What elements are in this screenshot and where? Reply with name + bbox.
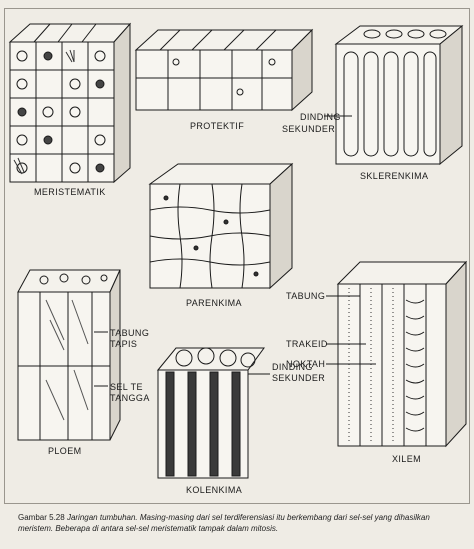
- label-sekunder-top-line2: SEKUNDER: [282, 124, 336, 134]
- parenchyma-tissue-drawing: [148, 162, 294, 290]
- sclerenchyma-tissue-drawing: [324, 24, 464, 166]
- label-sekunder-bottom-line2: SEKUNDER: [272, 373, 326, 383]
- protective-tissue-drawing: [134, 28, 314, 112]
- figure-frame: [4, 8, 470, 504]
- label-protektif: PROTEKTIF: [190, 121, 245, 131]
- label-ploem: PLOEM: [48, 446, 82, 456]
- label-trakeid: TRAKEID: [286, 339, 328, 349]
- label-dinding-top-line1: DINDING: [300, 112, 341, 122]
- label-sklerenkima: SKLERENKIMA: [360, 171, 429, 181]
- meristematic-tissue-drawing: [8, 22, 132, 184]
- label-noktah: NOKTAH: [286, 359, 326, 369]
- label-tabung-tapis-line2: TAPIS: [110, 339, 138, 349]
- label-meristematik: MERISTEMATIK: [34, 187, 106, 197]
- label-sel-tetangga-line1: SEL TE: [110, 382, 143, 392]
- phloem-tissue-drawing: [17, 269, 121, 441]
- label-tabung-tapis-line1: TABUNG: [110, 328, 150, 338]
- caption-text: Jaringan tumbuhan. Masing-masing dari se…: [18, 513, 430, 533]
- label-dinding-bottom-line1: DINDING: [272, 362, 313, 372]
- figure-caption: Gambar 5.28 Jaringan tumbuhan. Masing-ma…: [18, 512, 462, 534]
- label-xilem: XILEM: [392, 454, 422, 464]
- collenchyma-tissue-drawing: [156, 347, 270, 479]
- label-kolenkima: KOLENKIMA: [186, 485, 243, 495]
- xylem-tissue-drawing: [326, 260, 468, 448]
- label-sel-tetangga-line2: TANGGA: [110, 393, 150, 403]
- caption-figure-number: Gambar 5.28: [18, 513, 65, 522]
- label-parenkima: PARENKIMA: [186, 298, 242, 308]
- label-tabung: TABUNG: [286, 291, 326, 301]
